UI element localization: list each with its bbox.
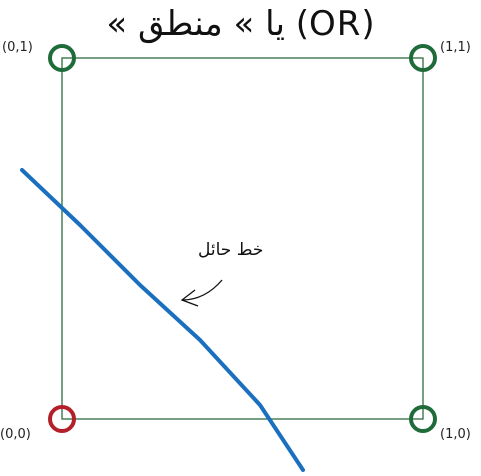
point-0-0-marker (48, 405, 76, 433)
annotation-arrow-shaft (181, 279, 223, 301)
decision-boundary-line (20, 168, 305, 472)
point-1-1-marker (409, 44, 437, 72)
label-point-0-1: (0,1) (2, 40, 33, 55)
label-point-1-0: (1,0) (440, 427, 471, 442)
unit-square (61, 57, 424, 420)
point-0-1-marker (48, 44, 76, 72)
diagram-title: « يا » منطق (OR) (106, 4, 375, 44)
label-point-0-0: (0,0) (0, 427, 31, 442)
annotation-arrow-head (180, 289, 199, 307)
point-1-0-marker (409, 405, 437, 433)
boundary-label: خط حائل (198, 240, 264, 260)
label-point-1-1: (1,1) (440, 40, 471, 55)
